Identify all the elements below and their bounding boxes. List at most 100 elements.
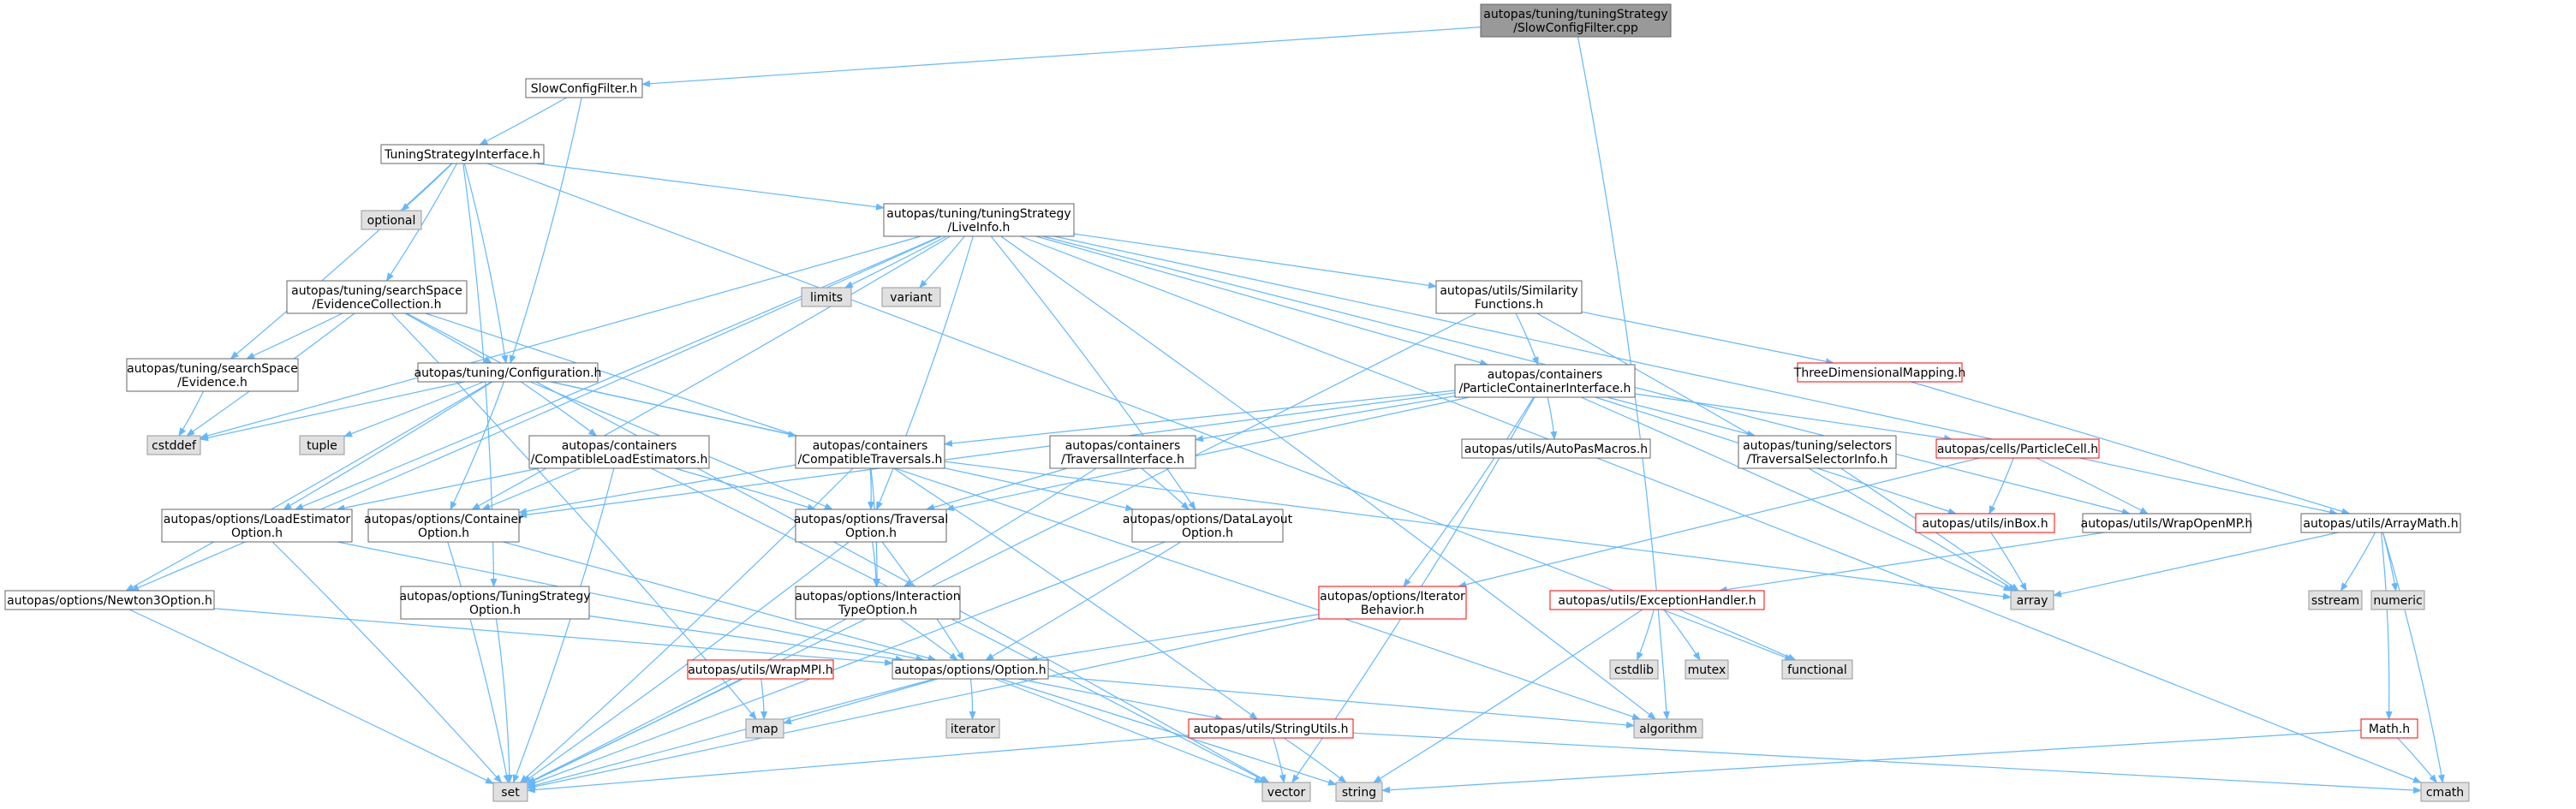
node-map: map bbox=[745, 718, 784, 739]
node-label-evcoll-line0: autopas/tuning/searchSpace bbox=[291, 284, 462, 298]
edge-pci-to-travopt bbox=[945, 396, 1470, 512]
edge-liveinfo-to-cmath bbox=[1020, 235, 2422, 783]
node-label-evidence-line0: autopas/tuning/searchSpace bbox=[127, 362, 298, 376]
node-label-cmath: cmath bbox=[2426, 786, 2464, 800]
edge-config-to-cstddef bbox=[200, 381, 465, 442]
node-box-travint bbox=[1049, 435, 1196, 469]
edge-liveinfo-to-simfun bbox=[1073, 233, 1437, 289]
node-label-itopt-line0: autopas/options/Interaction bbox=[795, 590, 960, 604]
node-label-arraymath: autopas/utils/ArrayMath.h bbox=[2303, 517, 2458, 531]
node-comptrav[interactable]: autopas/containers/CompatibleTraversals.… bbox=[795, 435, 945, 469]
edge-travopt-to-itopt bbox=[872, 541, 880, 587]
edge-tsi-to-evcoll bbox=[385, 163, 457, 282]
node-label-tsopt-line0: autopas/options/TuningStrategy bbox=[399, 590, 590, 604]
node-label-loadopt-line0: autopas/options/LoadEstimator bbox=[164, 513, 351, 526]
node-evidence[interactable]: autopas/tuning/searchSpace/Evidence.h bbox=[126, 358, 299, 392]
node-functional: functional bbox=[1781, 659, 1853, 680]
node-macros[interactable]: autopas/utils/AutoPasMacros.h bbox=[1461, 438, 1651, 459]
edge-math-to-cmath bbox=[2397, 737, 2437, 783]
node-label-newton: autopas/options/Newton3Option.h bbox=[7, 594, 212, 608]
node-box-cstdlib bbox=[1609, 659, 1659, 680]
node-label-optional: optional bbox=[367, 214, 416, 228]
edge-pcell-to-wrapomp bbox=[2036, 457, 2149, 515]
node-pcell[interactable]: autopas/cells/ParticleCell.h bbox=[1935, 438, 2100, 459]
node-wrapmpi[interactable]: autopas/utils/WrapMPI.h bbox=[687, 659, 834, 680]
node-tsel[interactable]: autopas/tuning/selectors/TraversalSelect… bbox=[1738, 435, 1897, 469]
edge-strutils-to-vector bbox=[1273, 737, 1286, 783]
node-travint[interactable]: autopas/containers/TraversalInterface.h bbox=[1049, 435, 1196, 469]
edge-arraymath-to-sstream bbox=[2340, 532, 2376, 592]
node-liveinfo[interactable]: autopas/tuning/tuningStrategy/LiveInfo.h bbox=[883, 203, 1075, 237]
edge-evcoll-to-config bbox=[404, 312, 492, 364]
edge-option-to-map bbox=[783, 678, 938, 725]
node-box-option bbox=[891, 659, 1049, 680]
node-vector: vector bbox=[1261, 782, 1311, 802]
node-label-set: set bbox=[501, 786, 520, 800]
edge-pcell-to-inbox bbox=[1989, 457, 2014, 515]
node-strutils[interactable]: autopas/utils/StringUtils.h bbox=[1188, 718, 1354, 739]
node-label-compload-line1: /CompatibleLoadEstimators.h bbox=[531, 453, 708, 467]
node-math[interactable]: Math.h bbox=[2360, 718, 2418, 739]
edge-itopt-to-set bbox=[527, 618, 847, 784]
node-tsi[interactable]: TuningStrategyInterface.h bbox=[380, 144, 545, 164]
node-box-pcell bbox=[1935, 438, 2100, 459]
node-root[interactable]: autopas/tuning/tuningStrategy/SlowConfig… bbox=[1480, 3, 1672, 38]
edge-itopt-to-option bbox=[899, 618, 958, 661]
node-box-strutils bbox=[1188, 718, 1354, 739]
edge-pci-to-contopt bbox=[518, 392, 1456, 519]
node-label-algorithm: algorithm bbox=[1639, 723, 1697, 736]
node-threedim[interactable]: ThreeDimensionalMapping.h bbox=[1793, 362, 1965, 383]
edge-evcoll-to-evidence bbox=[246, 312, 343, 360]
edge-exch-to-mutex bbox=[1663, 609, 1701, 661]
node-cstddef: cstddef bbox=[146, 435, 201, 455]
node-label-evcoll-line1: /EvidenceCollection.h bbox=[313, 298, 442, 312]
node-option[interactable]: autopas/options/Option.h bbox=[891, 659, 1049, 680]
node-box-tsopt bbox=[400, 586, 590, 620]
node-algorithm: algorithm bbox=[1633, 718, 1703, 739]
node-box-tuple bbox=[299, 435, 345, 455]
edge-config-to-newton bbox=[125, 381, 492, 592]
edge-exch-to-string bbox=[1373, 609, 1643, 783]
node-evcoll[interactable]: autopas/tuning/searchSpace/EvidenceColle… bbox=[286, 280, 468, 314]
edge-liveinfo-to-arraymath bbox=[1053, 235, 2339, 515]
edge-pci-to-array bbox=[1580, 396, 2012, 592]
edge-exch-to-functional bbox=[1679, 609, 1797, 661]
edge-config-to-contopt bbox=[450, 381, 504, 510]
node-box-contopt bbox=[367, 509, 520, 543]
node-arraymath[interactable]: autopas/utils/ArrayMath.h bbox=[2300, 513, 2461, 533]
node-label-contopt-line1: Option.h bbox=[418, 526, 469, 540]
edge-liveinfo-to-limits bbox=[844, 235, 947, 289]
edge-option-to-string bbox=[999, 678, 1337, 786]
node-newton[interactable]: autopas/options/Newton3Option.h bbox=[4, 590, 215, 610]
edge-tsopt-to-option bbox=[588, 615, 904, 663]
node-slow[interactable]: SlowConfigFilter.h bbox=[525, 78, 643, 98]
node-label-liveinfo-line1: /LiveInfo.h bbox=[948, 221, 1011, 235]
node-label-threedim: ThreeDimensionalMapping.h bbox=[1793, 366, 1965, 380]
node-pci[interactable]: autopas/containers/ParticleContainerInte… bbox=[1454, 364, 1636, 398]
edge-wrapmpi-to-map bbox=[760, 678, 768, 720]
edge-pci-to-travint bbox=[1195, 396, 1456, 443]
edge-iterbeh-to-set bbox=[527, 617, 1320, 790]
edge-contopt-to-set bbox=[447, 541, 510, 783]
node-wrapomp[interactable]: autopas/utils/WrapOpenMP.h bbox=[2081, 513, 2253, 533]
edge-liveinfo-to-cstddef bbox=[200, 235, 921, 439]
node-limits: limits bbox=[801, 287, 852, 307]
node-label-contopt-line0: autopas/options/Container bbox=[364, 513, 523, 526]
node-inbox[interactable]: autopas/utils/inBox.h bbox=[1915, 513, 2055, 533]
node-compload[interactable]: autopas/containers/CompatibleLoadEstimat… bbox=[528, 435, 710, 469]
node-exch[interactable]: autopas/utils/ExceptionHandler.h bbox=[1549, 590, 1765, 610]
edge-option-to-set bbox=[527, 678, 935, 789]
node-config[interactable]: autopas/tuning/Configuration.h bbox=[414, 362, 602, 383]
nodes-layer: autopas/tuning/tuningStrategy/SlowConfig… bbox=[4, 3, 2470, 802]
node-label-math: Math.h bbox=[2369, 723, 2410, 736]
edge-simfun-to-pci bbox=[1515, 312, 1539, 366]
node-box-slow bbox=[525, 78, 643, 98]
